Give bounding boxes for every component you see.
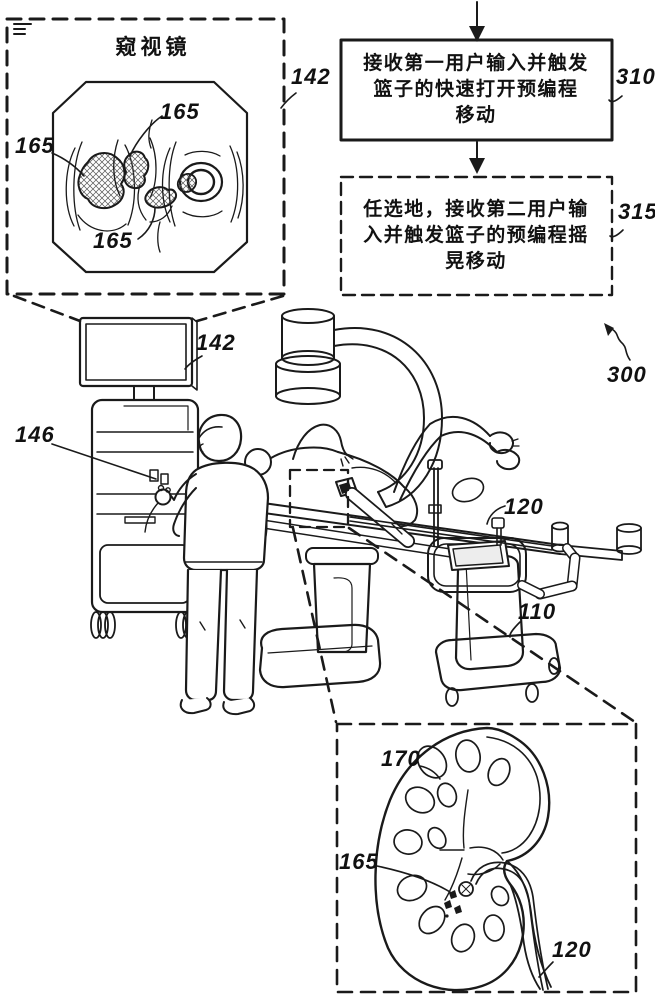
endoscope-panel-art [5, 17, 297, 296]
flow-arrow [469, 1, 485, 42]
surgeon [144, 413, 270, 716]
hand-controller [149, 469, 169, 485]
kidney-panel-art [335, 722, 638, 994]
endoscope-panel-title: 窥视镜 [115, 35, 191, 59]
stone [77, 152, 126, 210]
flow-step-2-line: 任选地，接收第二用户输 [363, 199, 589, 220]
ref-165-bottom: 165 [93, 228, 133, 253]
kidney-stones [444, 890, 462, 918]
scope-driver-arm [335, 477, 415, 548]
flow-step-1-line: 接收第一用户输入并触发 [363, 53, 589, 74]
flow-step-1-line: 移动 [455, 105, 497, 126]
ref-165-top: 165 [160, 99, 200, 124]
kidney-panel-border [335, 722, 638, 994]
endoscope-panel-border [5, 17, 286, 296]
flow-arrow [469, 141, 485, 174]
basket-tip [458, 881, 474, 897]
scope-viewport [51, 80, 249, 274]
robot-cart [427, 517, 581, 707]
monitor-cart [78, 316, 200, 639]
kidney-outline [374, 726, 551, 992]
ref-315: 315 [618, 199, 655, 224]
kidney-roi-rect [288, 468, 350, 529]
ref-146: 146 [15, 422, 55, 447]
calyces [393, 739, 511, 953]
c-arm [275, 308, 443, 508]
ureteroscope-line [349, 516, 642, 555]
patient-arm [292, 423, 348, 460]
surgeon-leg [184, 568, 223, 702]
ref-120-scope: 120 [504, 494, 544, 519]
flowchart-art [339, 1, 624, 297]
ref-142-panel: 142 [291, 64, 331, 89]
panel-ref-leader [280, 92, 297, 109]
ref-110: 110 [518, 599, 557, 624]
ref-165-left: 165 [15, 133, 55, 158]
ref-170: 170 [381, 746, 421, 771]
figure-ref-arrow [604, 323, 631, 361]
ref-142-monitor: 142 [196, 330, 236, 355]
flow-step-2: 任选地，接收第二用户输 入并触发篮子的预编程摇 晃移动 [344, 179, 608, 293]
stone [123, 150, 150, 190]
cart-casters [90, 611, 194, 639]
ref-300: 300 [607, 362, 647, 387]
ref-310: 310 [616, 64, 655, 89]
ref-165-kidney: 165 [339, 849, 379, 874]
patient-leg-far [399, 431, 498, 501]
flow-step-1-line: 篮子的快速打开预编程 [373, 79, 579, 100]
ref-120-catheter: 120 [552, 937, 592, 962]
scene-leaders [51, 323, 631, 638]
flow-step-2-line: 入并触发篮子的预编程摇 [363, 225, 589, 246]
menu-icon [13, 23, 32, 35]
catheter [470, 861, 549, 990]
robot-cart-casters [445, 657, 560, 707]
stone [144, 186, 178, 209]
surgeon-leg [222, 568, 259, 702]
patient [236, 415, 521, 551]
flow-step-2-line: 晃移动 [445, 251, 507, 272]
roi-and-leaders [288, 468, 637, 724]
robot-arm [517, 521, 581, 600]
stone [176, 173, 198, 193]
console-frame [427, 537, 527, 593]
flow-step-1: 接收第一用户输入并触发 篮子的快速打开预编程 移动 [344, 42, 608, 138]
panel-to-monitor-lines [12, 294, 285, 323]
patient-leg-near [393, 415, 491, 493]
